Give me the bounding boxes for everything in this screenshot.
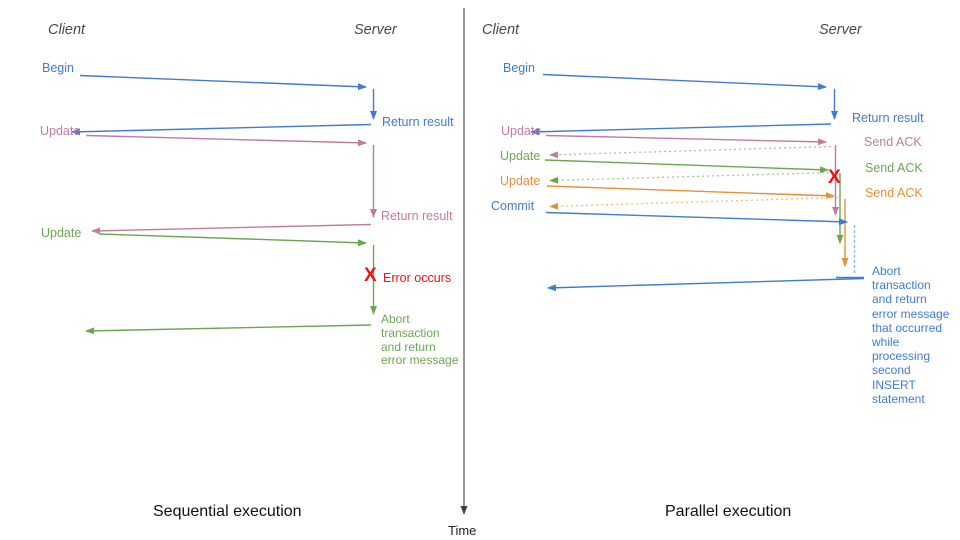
left-update-1-request-arrow — [85, 134, 367, 147]
left-client-header: Client — [48, 22, 86, 38]
right-client-header: Client — [482, 22, 520, 38]
right-ack-3-dotted-arrow — [549, 196, 839, 210]
right-ack-1-dotted-arrow — [549, 145, 832, 159]
left-error-occurs-label: Error occurs — [383, 271, 452, 285]
left-begin-label: Begin — [42, 61, 74, 75]
right-update-3-label: Update — [500, 174, 541, 188]
time-axis-label: Time — [448, 523, 477, 538]
right-commit-label: Commit — [491, 199, 535, 213]
left-begin-request-arrow — [79, 74, 367, 91]
left-return-result-2-arrow — [91, 223, 372, 235]
right-commit-request-arrow — [545, 211, 848, 226]
right-send-ack-3-label: Send ACK — [865, 186, 923, 200]
left-update-2-request-arrow — [98, 233, 367, 247]
left-return-result-1-arrow — [71, 123, 372, 136]
right-abort-message: Abort transaction and return error messa… — [872, 264, 950, 406]
right-return-result-label: Return result — [852, 111, 924, 125]
right-update-3-request-arrow — [546, 185, 835, 200]
right-return-result-arrow — [530, 123, 832, 136]
right-update-2-label: Update — [500, 149, 541, 163]
left-update-2-label: Update — [41, 226, 82, 240]
left-error-x-icon: X — [364, 265, 377, 286]
left-server-header: Server — [354, 22, 397, 38]
right-update-1-request-arrow — [545, 134, 827, 146]
right-update-2-request-arrow — [544, 159, 829, 174]
left-return-result-1-label: Return result — [382, 115, 454, 129]
right-error-x-icon: X — [828, 167, 841, 188]
left-caption: Sequential execution — [153, 503, 302, 520]
left-abort-return-arrow — [85, 324, 372, 335]
right-update-1-label: Update — [501, 124, 542, 138]
left-abort-message: Abort transaction and return error messa… — [381, 312, 459, 368]
right-begin-label: Begin — [503, 61, 535, 75]
right-caption: Parallel execution — [665, 503, 792, 520]
right-send-ack-1-label: Send ACK — [864, 135, 922, 149]
right-ack-2-dotted-arrow — [549, 171, 835, 184]
right-server-header: Server — [819, 22, 862, 38]
right-begin-request-arrow — [542, 73, 827, 91]
right-send-ack-2-label: Send ACK — [865, 161, 923, 175]
right-abort-return-arrow — [547, 277, 865, 292]
left-return-result-2-label: Return result — [381, 209, 453, 223]
left-update-1-label: Update — [40, 124, 81, 138]
